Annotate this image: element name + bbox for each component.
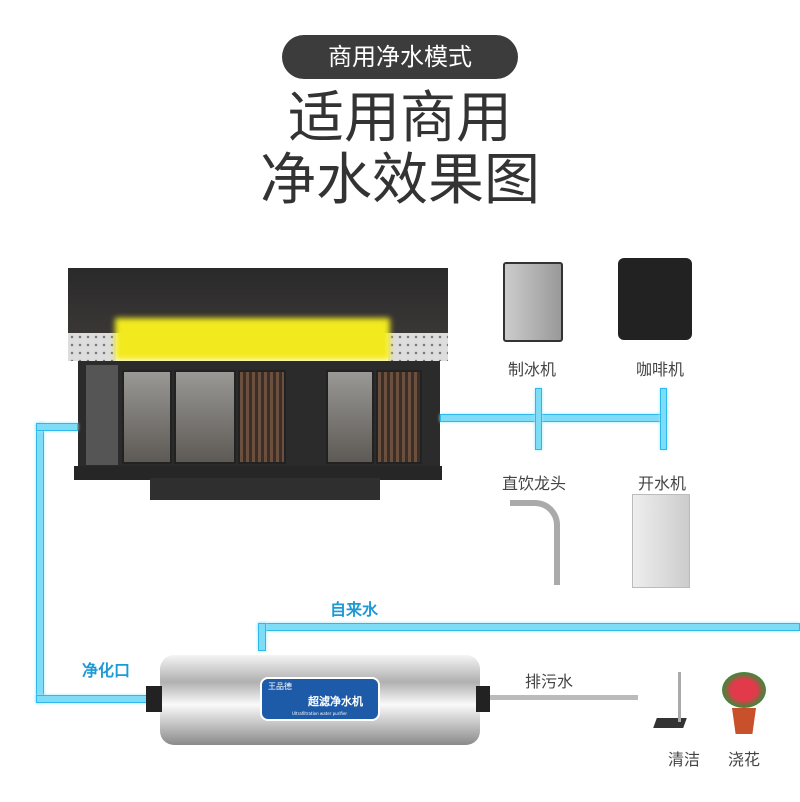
water-boiler-icon: [632, 494, 690, 588]
cleaning-label: 清洁: [668, 750, 701, 769]
title-line-1: 适用商用: [288, 86, 512, 151]
ice-machine-label: 制冰机: [508, 360, 557, 379]
ice-machine-icon: [503, 262, 563, 342]
water-boiler-label: 开水机: [638, 474, 687, 493]
ultrafiltration-filter: 王品德 超滤净水机 Ultrafiltration water purifier: [160, 655, 480, 745]
mop-icon: [653, 718, 687, 728]
filter-name: 超滤净水机: [308, 695, 363, 708]
title-line-2: 净水效果图: [260, 148, 540, 213]
faucet-label: 直饮龙头: [502, 474, 567, 493]
watering-flowers-label: 浇花: [728, 750, 761, 769]
filter-subtitle: Ultrafiltration water purifier: [292, 711, 348, 716]
filter-brand: 王品德: [268, 682, 292, 691]
purified-outlet-label: 净化口: [82, 661, 131, 680]
flower-pot-icon: [732, 708, 756, 734]
tap-water-label: 自来水: [330, 600, 379, 619]
drain-label: 排污水: [525, 672, 574, 691]
mode-badge: 商用净水模式: [282, 35, 518, 79]
coffee-machine-icon: [618, 258, 692, 340]
coffee-machine-label: 咖啡机: [636, 360, 685, 379]
faucet-icon: [510, 500, 560, 585]
